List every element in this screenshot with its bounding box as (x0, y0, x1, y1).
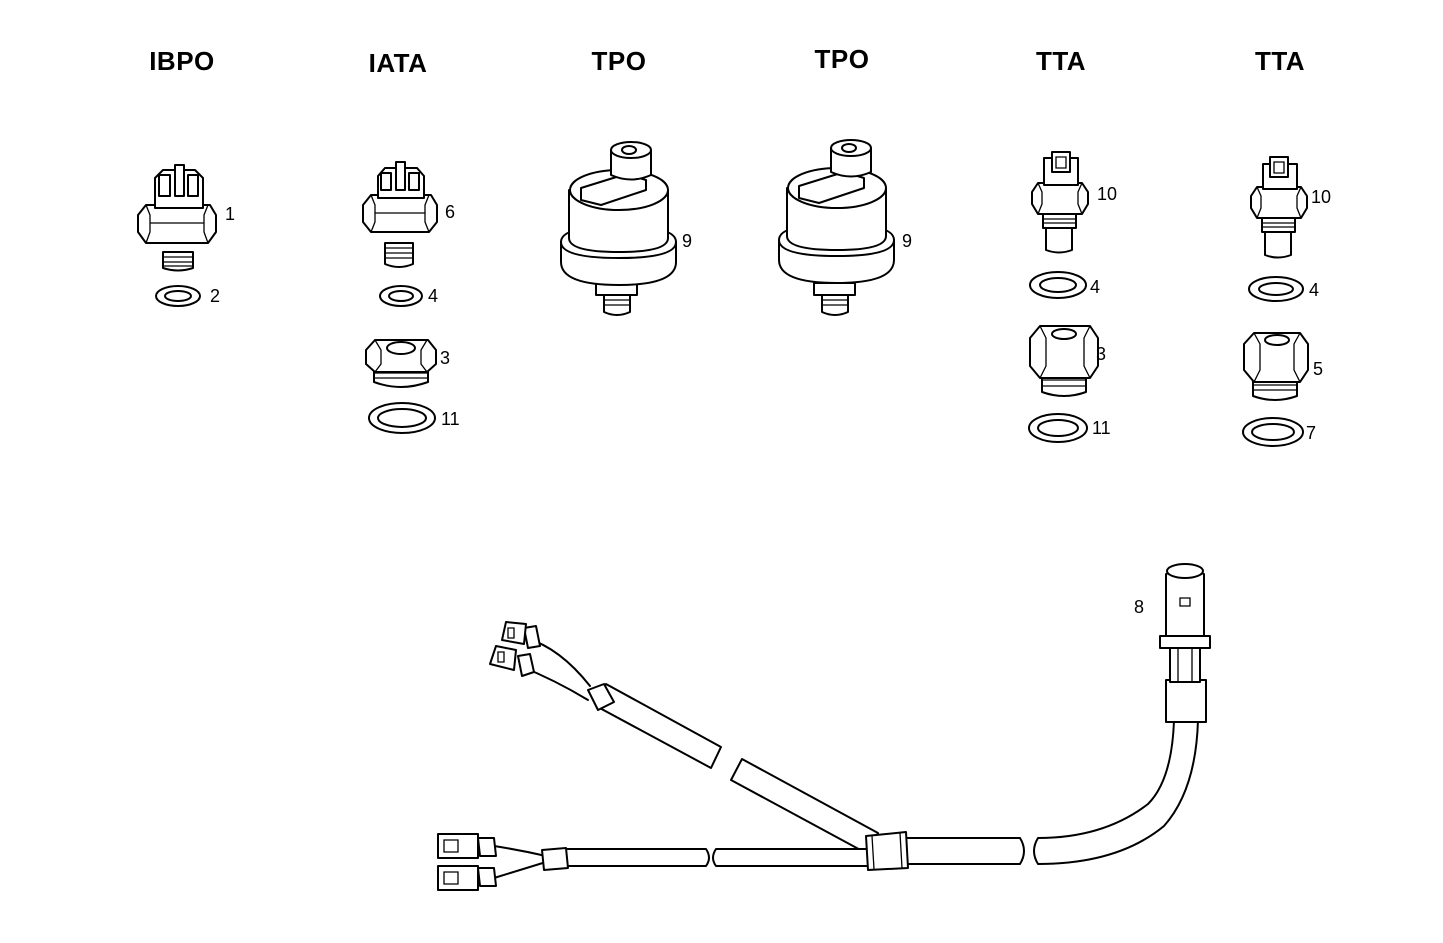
callout-1: 1 (225, 204, 235, 224)
pressure-switch-iata: 6 (362, 161, 455, 268)
pressure-sender-tpo-1: 9 (560, 141, 692, 316)
callout-9-tpo-2: 9 (902, 231, 912, 251)
column-header-tpo-1: TPO (591, 46, 647, 76)
column-header-iata: IATA (368, 48, 428, 78)
washer-7: 7 (1242, 417, 1316, 447)
washer-11-iata: 11 (368, 402, 460, 434)
column-header-ibpo: IBPO (149, 46, 215, 76)
washer-2: 2 (155, 285, 220, 307)
callout-2: 2 (210, 286, 220, 306)
callout-4-tta-2: 4 (1309, 280, 1319, 300)
temperature-sender-tta-2: 10 (1250, 156, 1331, 259)
adapter-3-tta: 3 (1029, 325, 1106, 397)
washer-4-tta-1: 4 (1029, 271, 1100, 299)
callout-10-tta-2: 10 (1311, 187, 1331, 207)
callout-10-tta-1: 10 (1097, 184, 1117, 204)
temperature-sender-tta-1: 10 (1031, 151, 1117, 254)
callout-5: 5 (1313, 359, 1323, 379)
wiring-harness: 8 (437, 563, 1211, 891)
column-header-tpo-2: TPO (814, 44, 870, 74)
callout-6: 6 (445, 202, 455, 222)
pressure-sender-tpo-2: 9 (778, 139, 912, 316)
callout-3-tta: 3 (1096, 344, 1106, 364)
washer-4-iata: 4 (379, 285, 438, 307)
callout-9-tpo-1: 9 (682, 231, 692, 251)
adapter-5: 5 (1243, 332, 1323, 401)
washer-11-tta: 11 (1028, 413, 1111, 443)
callout-4-tta-1: 4 (1090, 277, 1100, 297)
callout-3-iata: 3 (440, 348, 450, 368)
washer-4-tta-2: 4 (1248, 276, 1319, 302)
pressure-switch-ibpo: 1 (137, 164, 235, 272)
column-header-tta-2: TTA (1254, 46, 1306, 76)
callout-11-tta: 11 (1092, 418, 1111, 438)
callout-8: 8 (1134, 597, 1144, 617)
callout-7: 7 (1306, 423, 1316, 443)
column-header-tta-1: TTA (1035, 46, 1087, 76)
callout-4-iata: 4 (428, 286, 438, 306)
adapter-3-iata: 3 (365, 339, 450, 388)
callout-11-iata: 11 (441, 409, 460, 429)
